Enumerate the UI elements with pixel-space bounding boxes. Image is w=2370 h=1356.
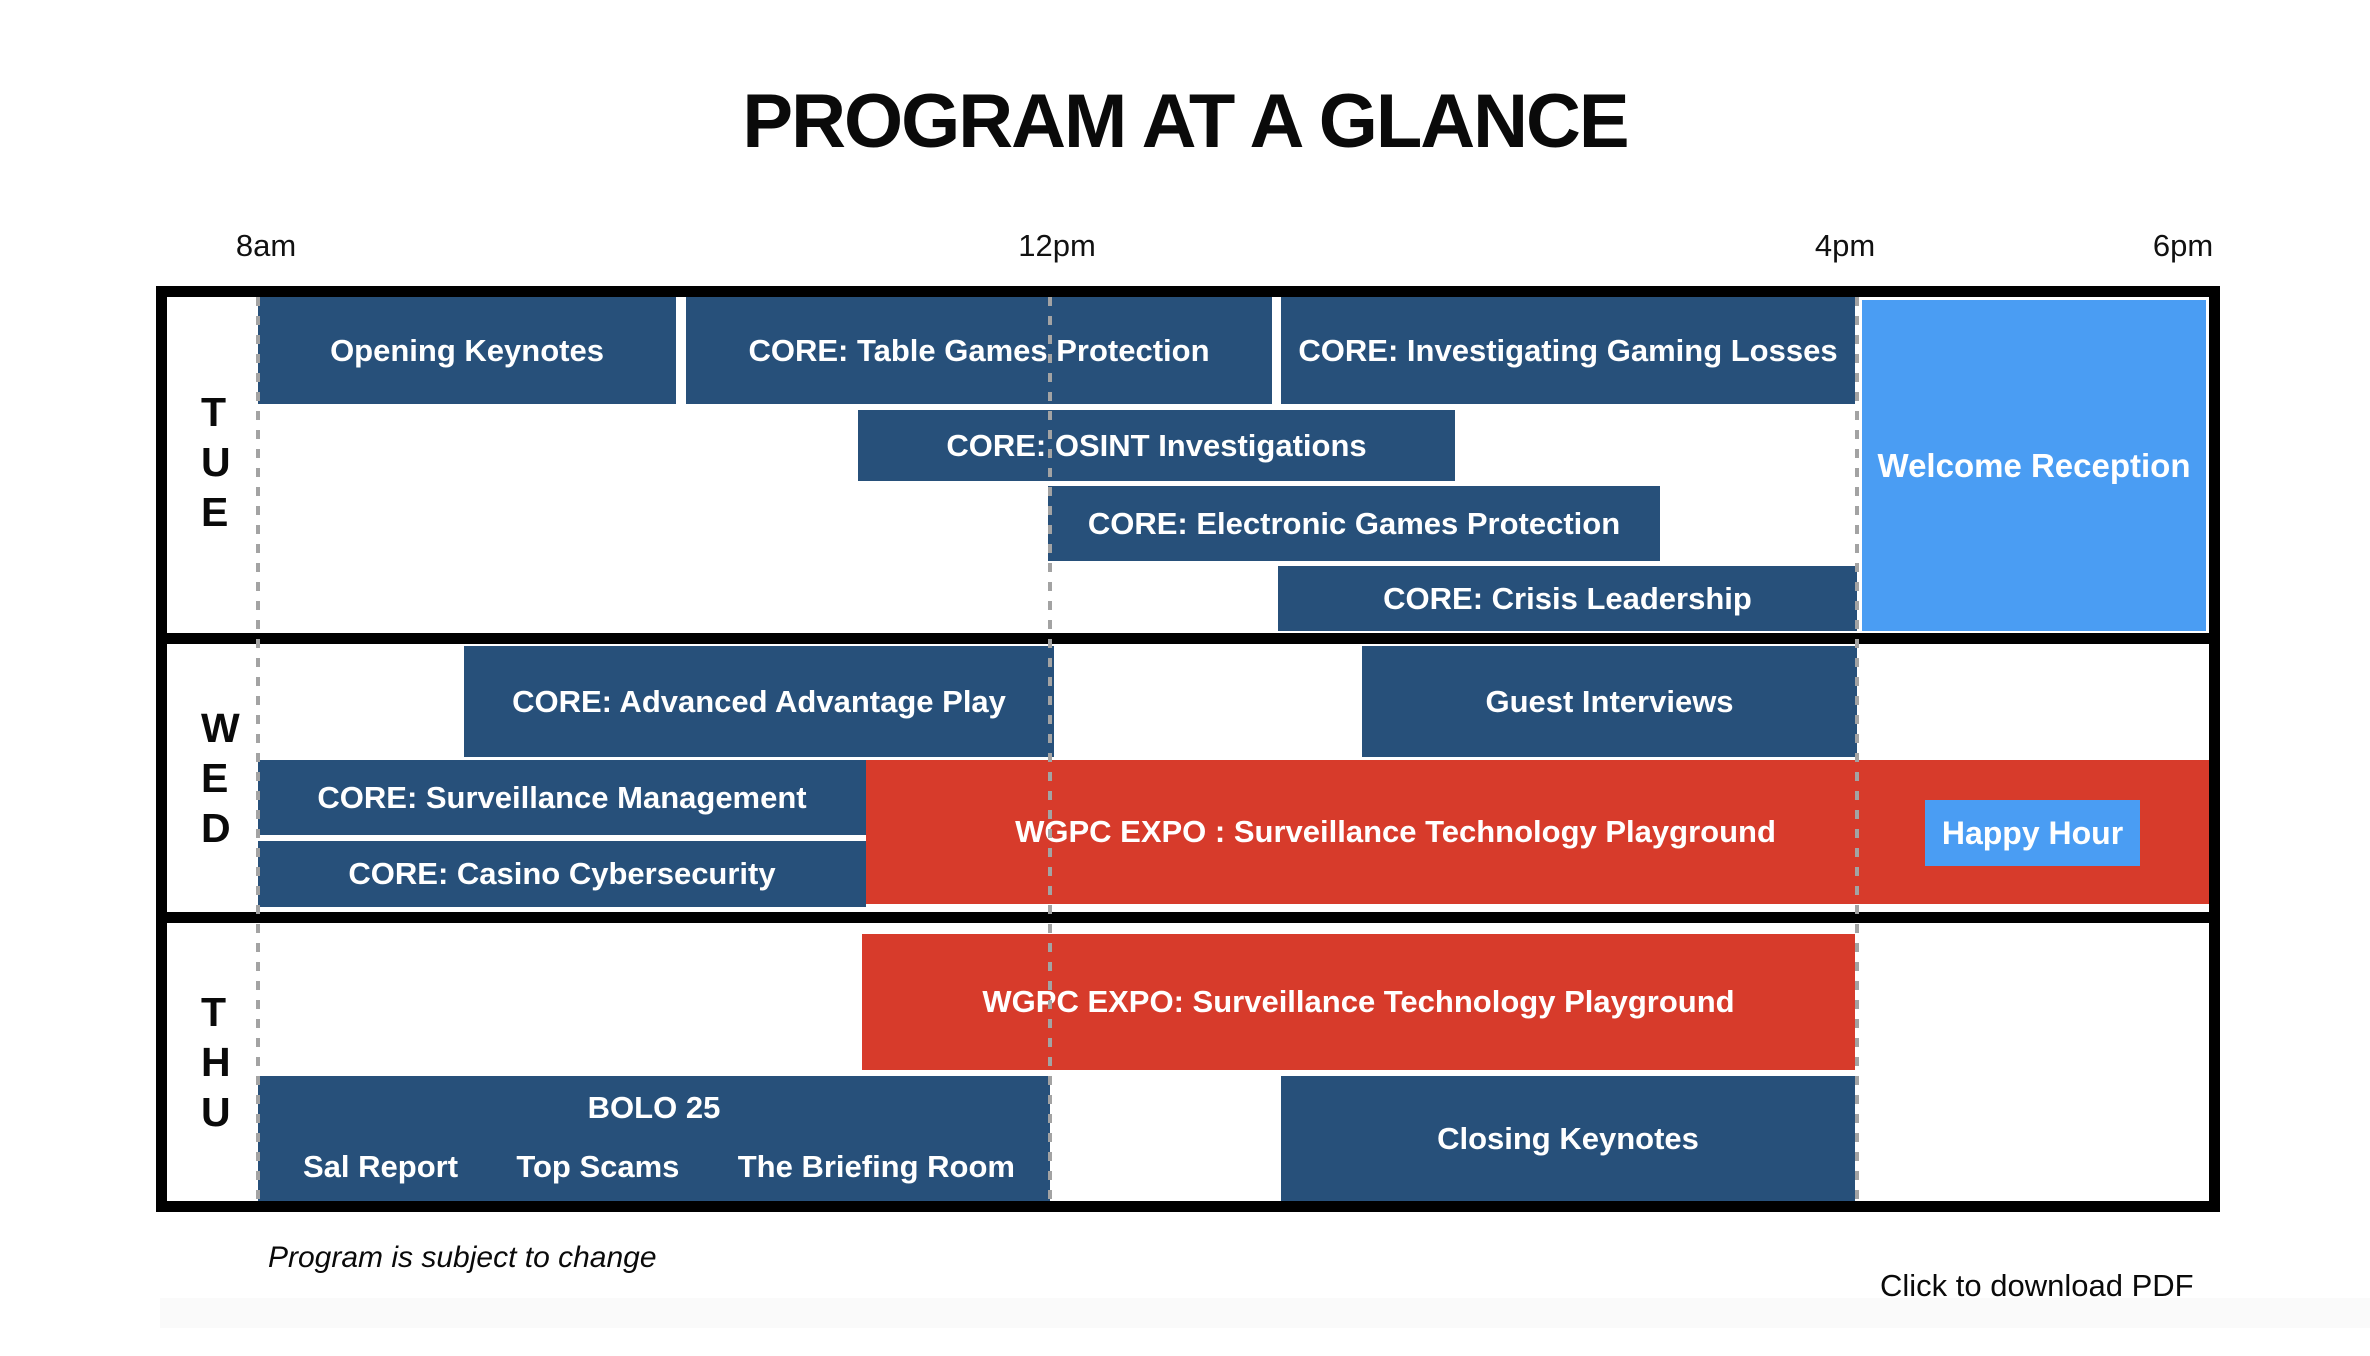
bolo-25-items: Sal Report Top Scams The Briefing Room (303, 1149, 1015, 1185)
event-closing-keynotes: Closing Keynotes (1281, 1076, 1855, 1201)
bolo-25-title: BOLO 25 (587, 1090, 721, 1125)
gridline-4pm (1855, 297, 1859, 1201)
event-core-electronic-games-protection: CORE: Electronic Games Protection (1048, 486, 1660, 561)
gridline-12pm (1048, 297, 1052, 1201)
gridline-8am (256, 297, 260, 1201)
event-core-crisis-leadership: CORE: Crisis Leadership (1278, 566, 1857, 631)
row-separator-tue-wed (167, 633, 2209, 644)
download-pdf-link[interactable]: Click to download PDF (1880, 1268, 2194, 1303)
event-core-casino-cybersecurity: CORE: Casino Cybersecurity (258, 841, 866, 907)
page-title: PROGRAM AT A GLANCE (742, 79, 1629, 164)
event-opening-keynotes: Opening Keynotes (258, 297, 676, 404)
event-core-advanced-advantage-play: CORE: Advanced Advantage Play (464, 646, 1054, 757)
time-label-8am: 8am (235, 228, 297, 263)
event-wgpc-expo-thu: WGPC EXPO: Surveillance Technology Playg… (862, 934, 1855, 1070)
event-guest-interviews: Guest Interviews (1362, 646, 1857, 757)
event-core-table-games-protection: CORE: Table Games Protection (686, 297, 1272, 404)
event-core-investigating-gaming-losses: CORE: Investigating Gaming Losses (1281, 297, 1855, 404)
footer-gray-band (160, 1298, 2370, 1328)
time-label-6pm: 6pm (2152, 228, 2214, 263)
day-label-thu: THU (201, 989, 231, 1135)
event-happy-hour: Happy Hour (1925, 800, 2140, 866)
bolo-item-the-briefing-room: The Briefing Room (737, 1149, 1015, 1184)
footer-disclaimer: Program is subject to change (268, 1241, 657, 1274)
time-label-12pm: 12pm (1018, 228, 1096, 263)
row-separator-wed-thu (167, 912, 2209, 923)
bolo-item-top-scams: Top Scams (516, 1149, 680, 1184)
day-label-tue: TUE (201, 389, 231, 535)
time-label-4pm: 4pm (1814, 228, 1876, 263)
event-bolo-25: BOLO 25 Sal Report Top Scams The Briefin… (258, 1076, 1050, 1201)
event-core-surveillance-management: CORE: Surveillance Management (258, 760, 866, 835)
day-label-wed: WED (201, 705, 240, 851)
bolo-item-sal-report: Sal Report (303, 1149, 459, 1184)
event-core-osint-investigations: CORE: OSINT Investigations (858, 410, 1455, 481)
event-welcome-reception: Welcome Reception (1862, 300, 2206, 631)
